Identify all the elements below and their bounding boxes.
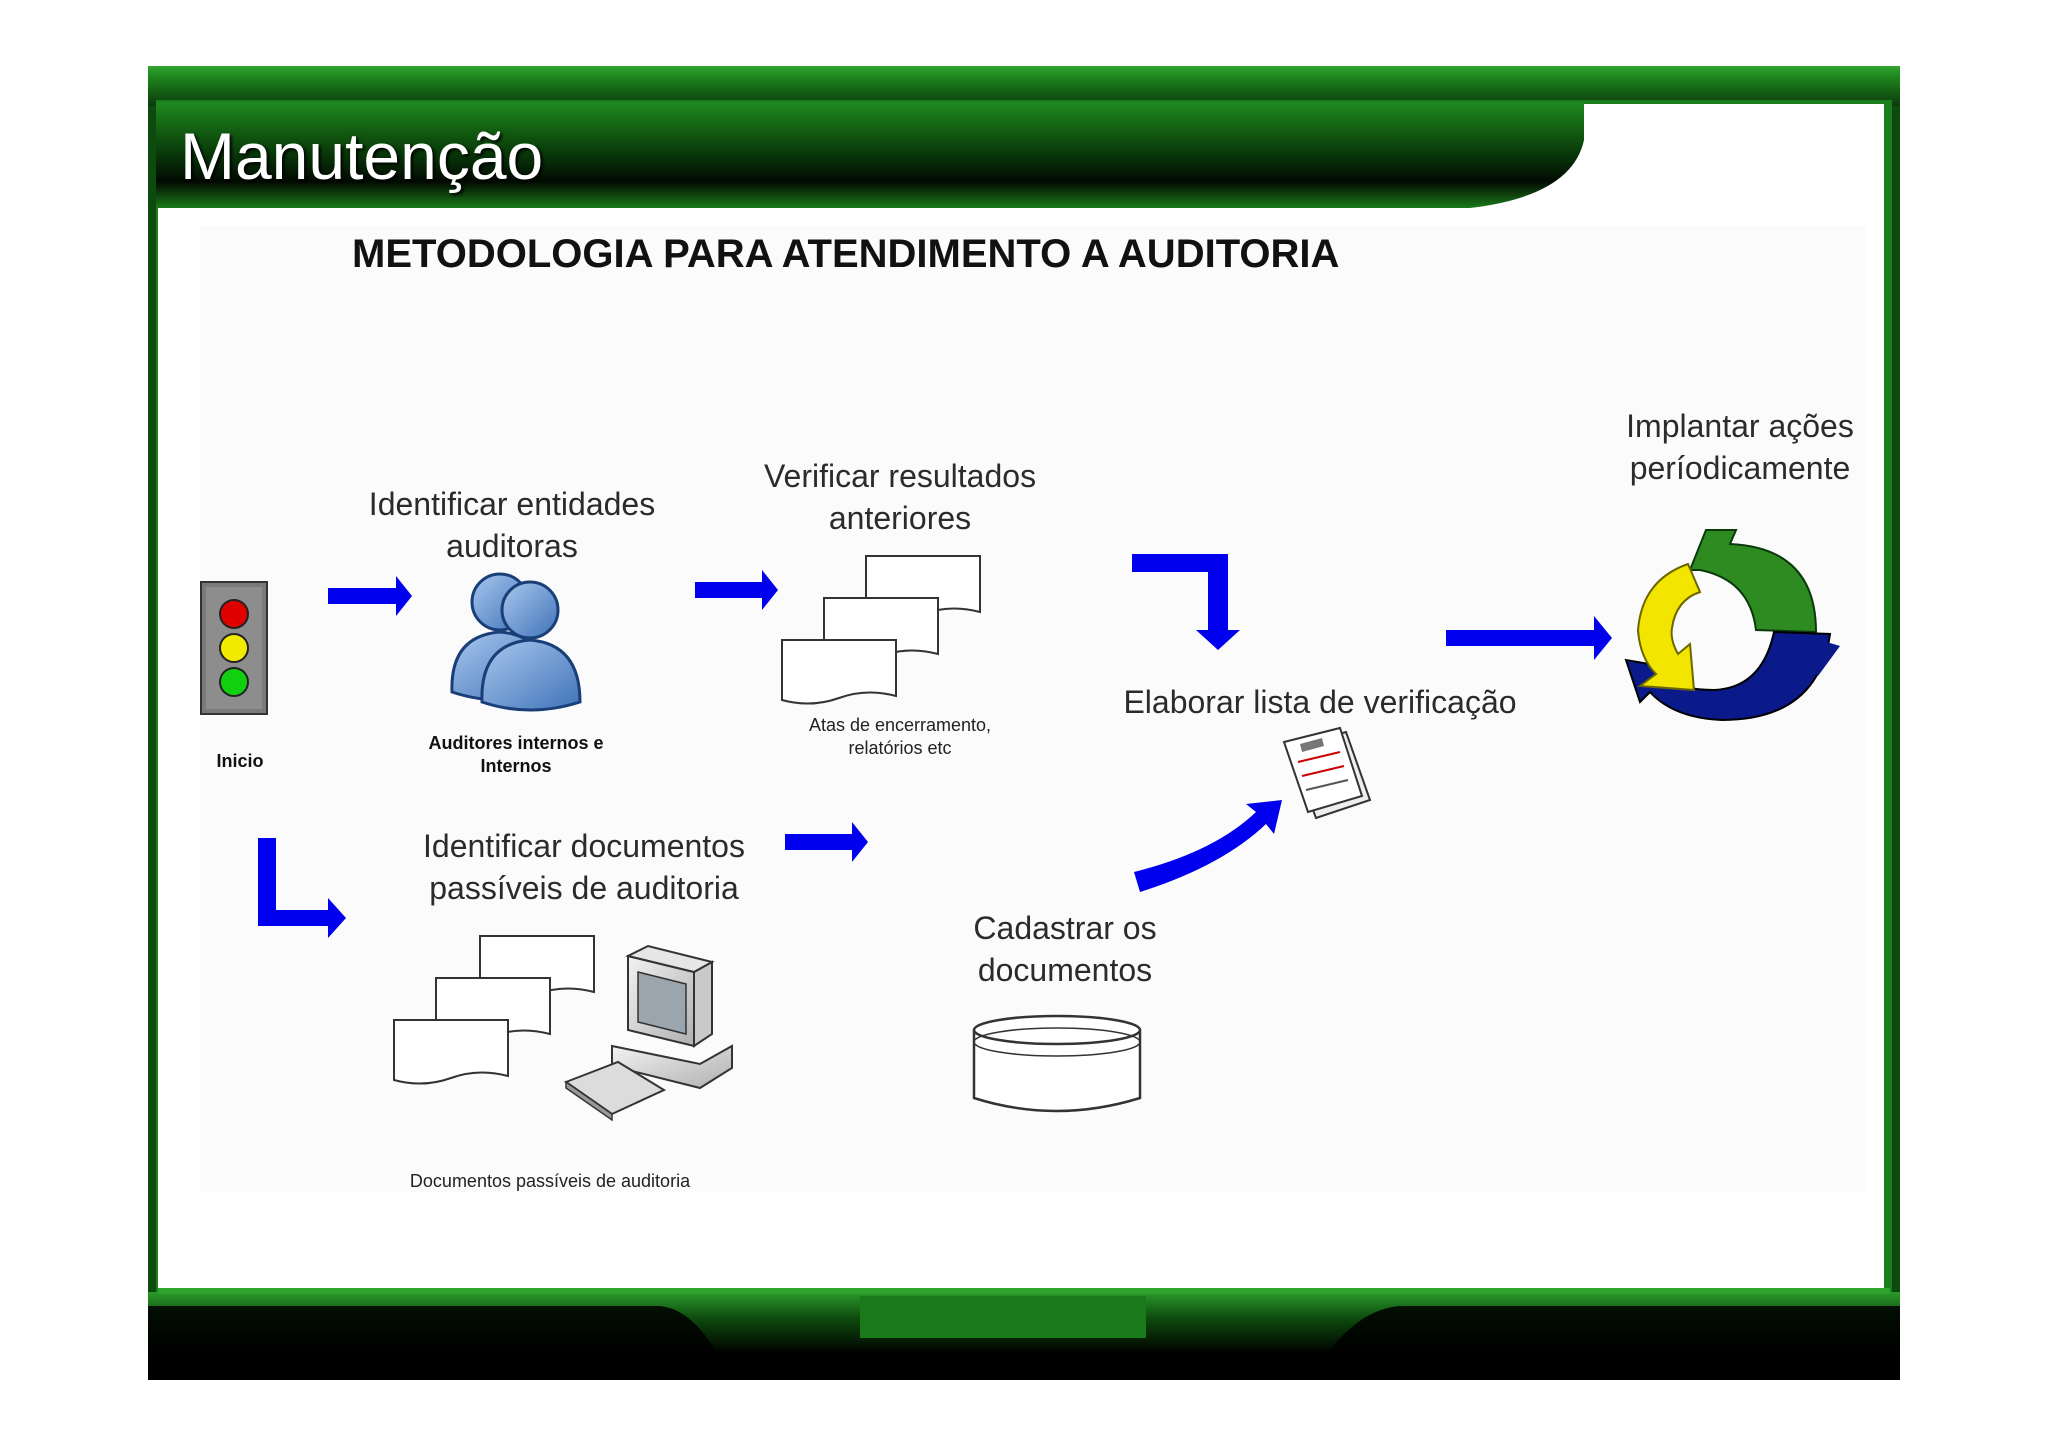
step-register-label: Cadastrar os documentos bbox=[973, 910, 1157, 988]
computer-icon bbox=[563, 944, 733, 1122]
traffic-light-icon bbox=[200, 581, 268, 715]
step-identify-docs-label: Identificar documentos passíveis de audi… bbox=[423, 828, 745, 906]
cycle-arrows-icon bbox=[1624, 529, 1840, 722]
checklist-icon bbox=[1282, 726, 1372, 820]
slide-title: Manutenção bbox=[180, 119, 544, 193]
database-icon bbox=[972, 1014, 1142, 1113]
step-identify-entities-label: Identificar entidades auditoras bbox=[368, 486, 656, 564]
inicio-label: Inicio bbox=[216, 751, 264, 771]
step-implement-label: Implantar ações períodicamente bbox=[1626, 408, 1854, 486]
arrow-icon bbox=[258, 554, 1612, 938]
auditors-caption: Auditores internos e Internos bbox=[428, 733, 604, 777]
docs-caption: Documentos passíveis de auditoria bbox=[409, 1171, 691, 1191]
verify-caption: Atas de encerramento, relatórios etc bbox=[808, 715, 992, 759]
documents-icon bbox=[781, 555, 981, 705]
step-checklist-label: Elaborar lista de verificação bbox=[1123, 684, 1517, 720]
diagram-heading: METODOLOGIA PARA ATENDIMENTO A AUDITORIA bbox=[352, 232, 1340, 276]
users-icon bbox=[450, 572, 582, 712]
documents-icon bbox=[393, 935, 595, 1085]
step-verify-results-label: Verificar resultados anteriores bbox=[763, 458, 1037, 536]
